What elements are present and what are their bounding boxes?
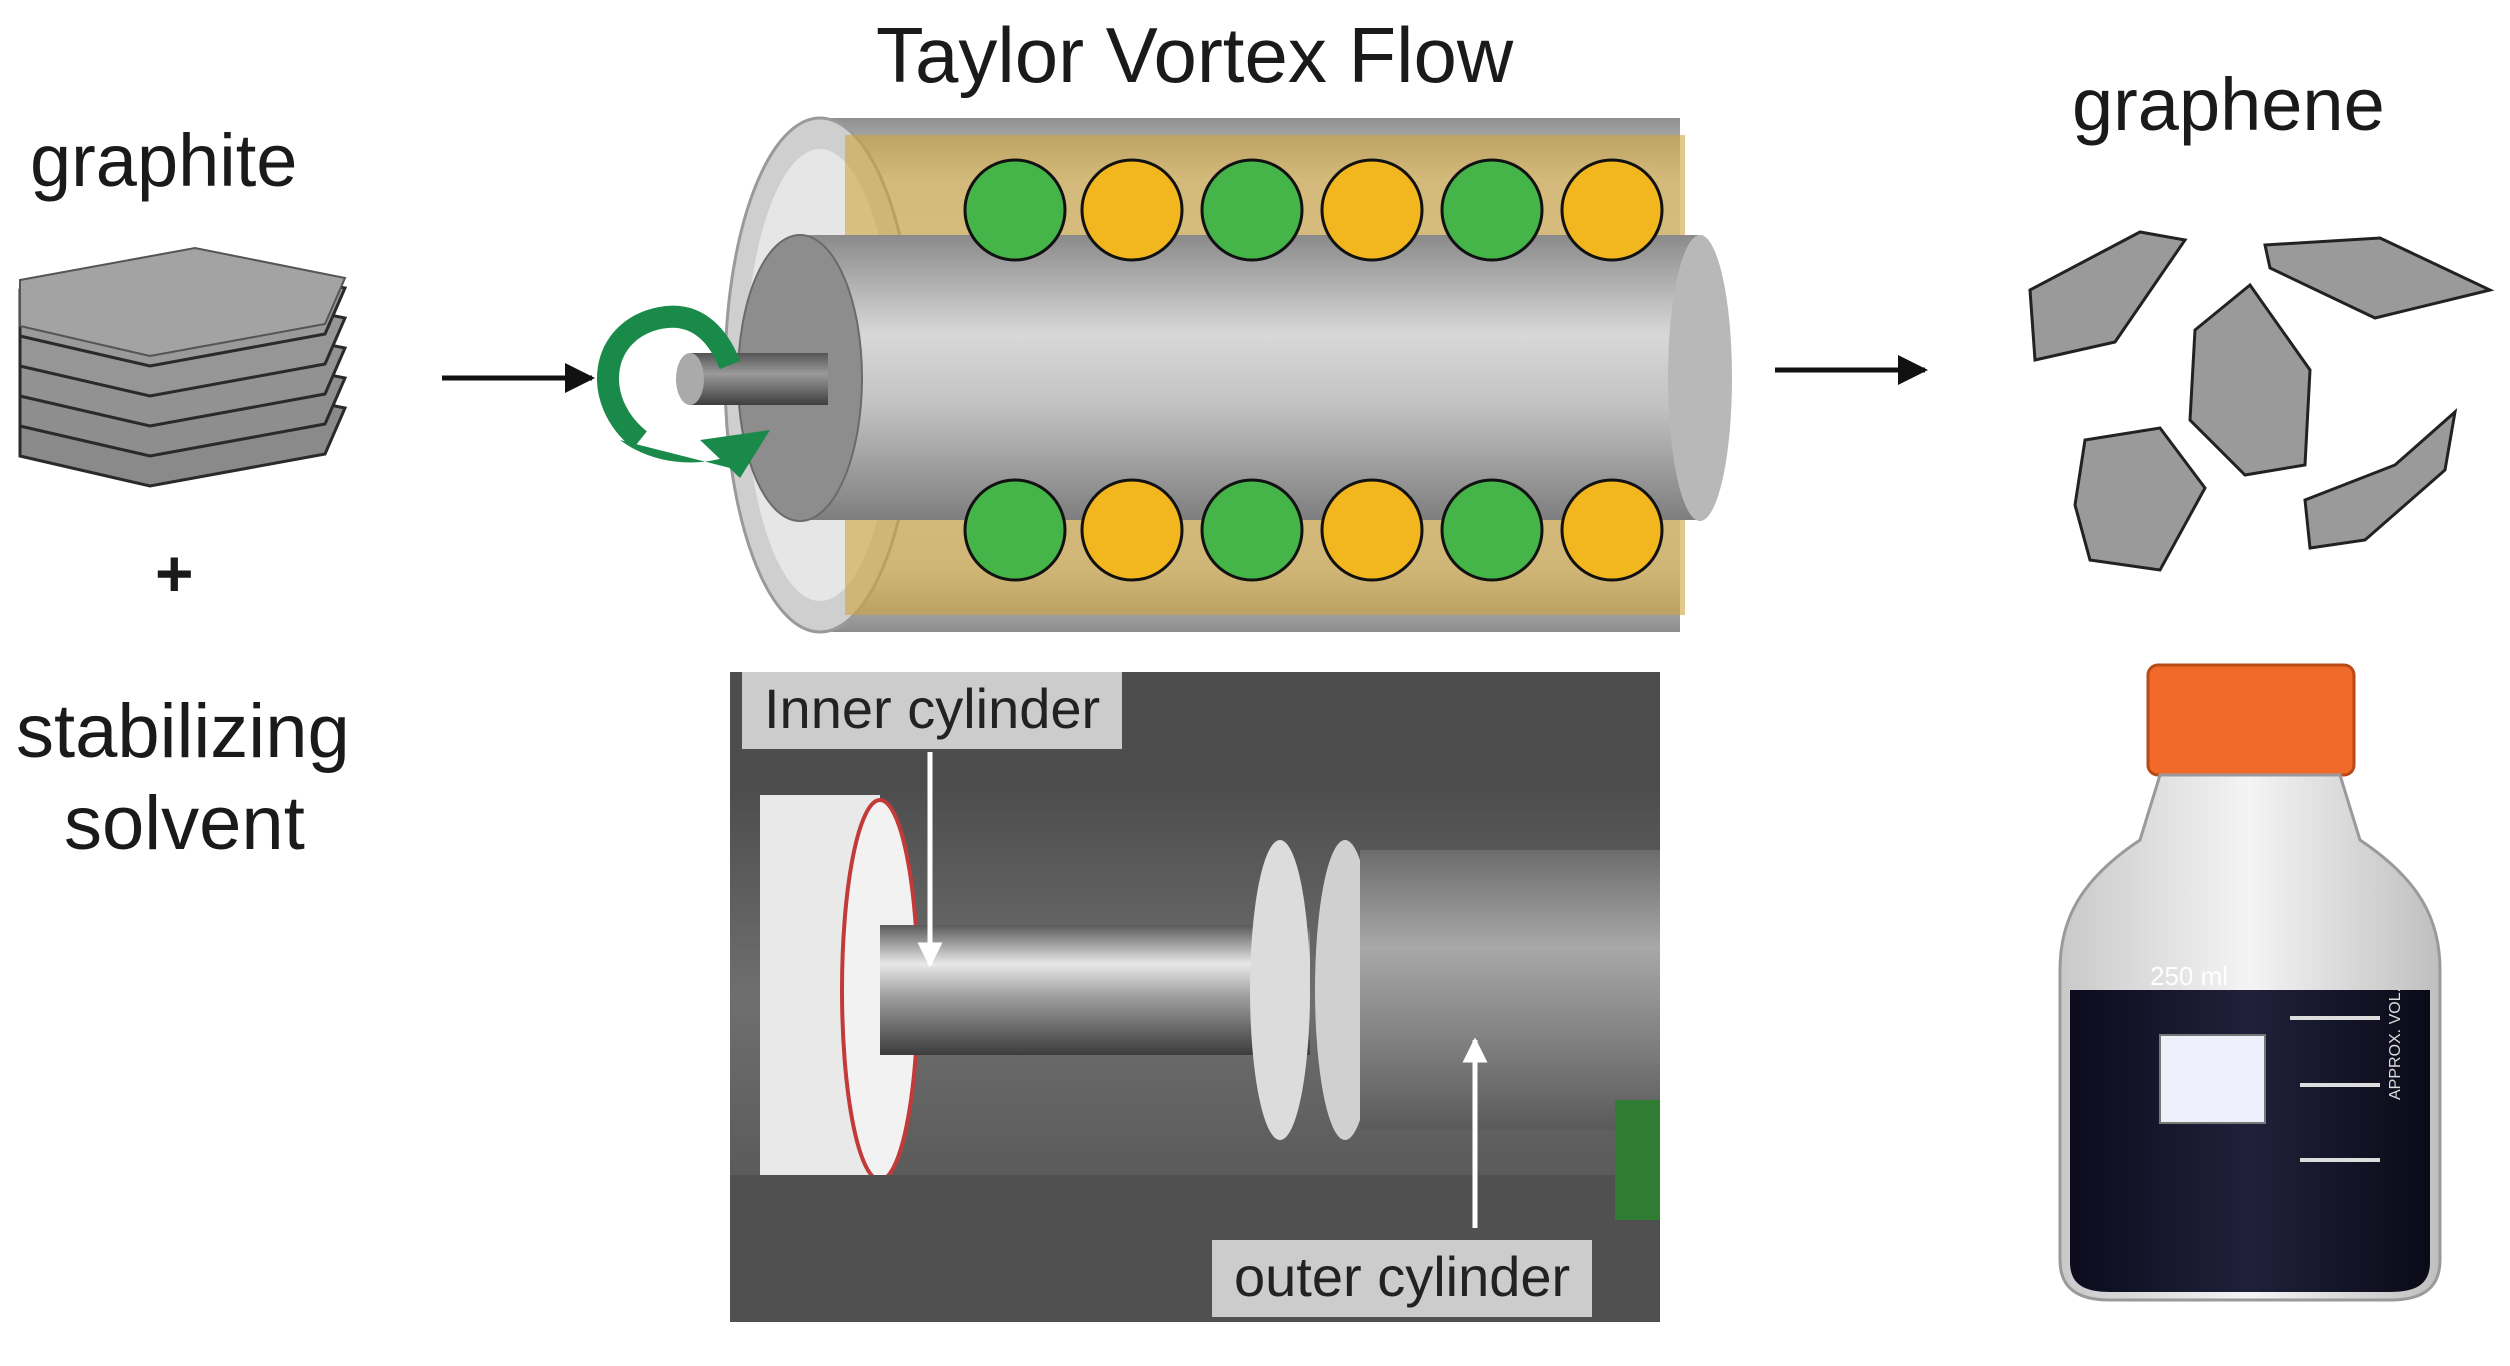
plus-sign: + <box>155 536 194 610</box>
solvent-label-line2: solvent <box>64 781 305 866</box>
bottle-scale-label: APPROX. VOL. <box>2387 988 2404 1100</box>
diagram-title: Taylor Vortex Flow <box>876 11 1514 99</box>
graphite-stack-icon <box>18 246 348 488</box>
rotation-arrow-icon <box>597 305 770 478</box>
vortex-cells-top <box>963 158 1664 262</box>
outer-cylinder-label: outer cylinder <box>1212 1240 1593 1317</box>
vortex-cells-bottom <box>963 478 1664 582</box>
reactor-photo <box>730 672 1660 1322</box>
graphene-bottle-image: 250 ml APPROX. VOL. <box>2058 663 2442 1302</box>
inner-cylinder-label: Inner cylinder <box>742 672 1123 749</box>
bottle-volume-label: 250 ml <box>2150 961 2228 991</box>
graphene-label: graphene <box>2072 63 2385 146</box>
solvent-label-line1: stabilizing <box>16 689 350 774</box>
graphite-label: graphite <box>30 119 298 202</box>
graphene-flakes-icon <box>2028 230 2495 572</box>
